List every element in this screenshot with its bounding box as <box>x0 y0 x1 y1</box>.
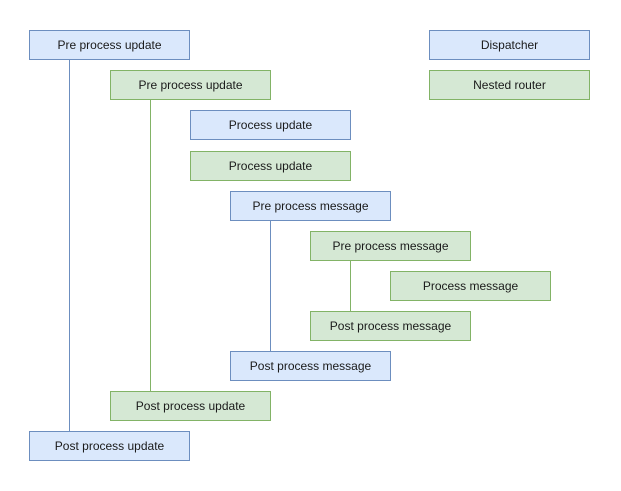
flow-node-label: Process update <box>228 158 313 173</box>
connector-line <box>350 261 351 311</box>
connector-line <box>270 221 271 351</box>
flow-node[interactable]: Pre process update <box>29 30 190 60</box>
flow-node[interactable]: Pre process update <box>110 70 271 100</box>
flow-node-label: Post process update <box>135 398 246 413</box>
flow-node[interactable]: Pre process message <box>310 231 471 261</box>
flow-node[interactable]: Process update <box>190 110 351 140</box>
legend-item-label: Dispatcher <box>480 38 539 52</box>
legend-item-dispatcher[interactable]: Dispatcher <box>429 30 590 60</box>
flow-node[interactable]: Process message <box>390 271 551 301</box>
flow-node-label: Process message <box>422 278 519 293</box>
flow-node-label: Pre process message <box>252 198 369 213</box>
flow-node[interactable]: Pre process message <box>230 191 391 221</box>
flow-node[interactable]: Post process update <box>29 431 190 461</box>
flow-node[interactable]: Post process message <box>230 351 391 381</box>
flow-node[interactable]: Post process update <box>110 391 271 421</box>
legend-item-nested[interactable]: Nested router <box>429 70 590 100</box>
flow-node-label: Pre process update <box>57 37 162 52</box>
flow-node-label: Post process update <box>54 438 165 453</box>
connector-line <box>150 100 151 391</box>
flow-node-label: Post process message <box>249 358 372 373</box>
flow-node-label: Pre process update <box>138 77 243 92</box>
connector-line <box>69 60 70 431</box>
flow-node-label: Post process message <box>329 318 452 333</box>
flow-node[interactable]: Post process message <box>310 311 471 341</box>
flow-node-label: Process update <box>228 117 313 132</box>
flow-node-label: Pre process message <box>332 238 449 253</box>
flow-node[interactable]: Process update <box>190 151 351 181</box>
legend-item-label: Nested router <box>473 78 546 92</box>
